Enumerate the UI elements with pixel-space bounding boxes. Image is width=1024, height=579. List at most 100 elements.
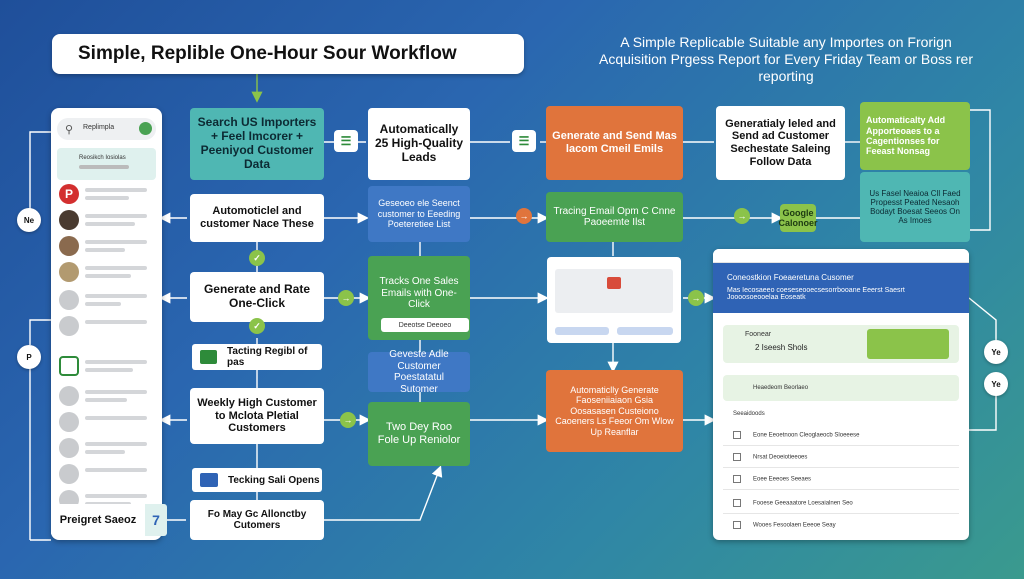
search-icon: ⚲ (65, 124, 74, 136)
node-weekly-high[interactable]: Weekly High Customer to Mclota Pletial C… (190, 388, 324, 444)
list-item[interactable]: P (57, 182, 156, 206)
check-icon: ✓ (249, 318, 265, 334)
list-item-line (85, 398, 127, 402)
node-tracking-opens[interactable]: Tracing Email Opm C Cnne Paoeemte Ilst (546, 192, 683, 242)
phone-search-bar[interactable]: ⚲ Replimpla (57, 118, 156, 140)
list-item-text: Nrsat Deoeiotieeoes (753, 454, 808, 461)
divider (723, 445, 959, 446)
avatar (59, 438, 79, 458)
list-item-line (85, 274, 131, 278)
avatar (59, 290, 79, 310)
node-green-note[interactable]: Us Fasel Neaioa Cll Faed Propesst Peated… (860, 172, 970, 242)
dashboard-header: Coneostkion Foeaeretuna Cusomer Mas Ieco… (713, 263, 969, 313)
node-tracking-sal[interactable]: Tecking Sali Opens (192, 468, 322, 492)
side-label-ye-1: Ye (984, 340, 1008, 364)
list-item[interactable] (57, 462, 156, 486)
dashboard-stat: Foonear 2 Iseesh Shols (723, 325, 959, 363)
list-item-line (85, 390, 147, 394)
node-geveste-customer[interactable]: Geveste Adle Customer Poestatatul Sutome… (368, 349, 470, 395)
side-label-p: P (17, 345, 41, 369)
node-google-calendar[interactable]: Google Calonoer (779, 204, 818, 232)
node-two-day-follow[interactable]: Two Dey Roo Fole Up Reniolor (368, 402, 470, 466)
list-item[interactable] (57, 288, 156, 312)
avatar (59, 262, 79, 282)
list-item-text: Eone Eeoetnoon Cleoglaeocb Sloeeese (753, 432, 860, 439)
list-item[interactable] (57, 234, 156, 258)
list-item[interactable] (57, 354, 156, 378)
avatar (59, 412, 79, 432)
link-icon: → (340, 412, 356, 428)
list-item[interactable]: Fooese Geeaaatore Loesaialnen Seo (733, 499, 853, 507)
list-item[interactable]: Eoee Eeeoes Seeaes (733, 475, 811, 483)
spreadsheet-icon: ☰ (334, 130, 358, 152)
node-search-importers[interactable]: Search US Importers + Feel Imcorer + Pee… (190, 108, 324, 180)
list-item[interactable] (57, 436, 156, 460)
checkbox-icon[interactable] (733, 521, 741, 529)
list-item-line (85, 196, 129, 200)
progress-sales-label[interactable]: Preigret Saeoz (51, 504, 145, 536)
dashboard-title: Coneostkion Foeaeretuna Cusomer (727, 273, 854, 282)
list-item[interactable] (57, 384, 156, 408)
node-auto-generate-fsr[interactable]: Automaticlly Generate Faoseniiaiaon Gsia… (546, 370, 683, 452)
list-item-text: Fooese Geeaaatore Loesaialnen Seo (753, 500, 853, 507)
list-item-line (85, 450, 125, 454)
dashboard-list-label: Seeaidoods (733, 411, 765, 417)
list-item-line (85, 468, 147, 472)
checkbox-icon[interactable] (733, 453, 741, 461)
dashboard-desc: Mas Iecosaeeo coeseseooecsesorrbooane Ee… (727, 287, 905, 301)
stat-action-button[interactable] (867, 329, 949, 359)
avatar (59, 386, 79, 406)
node-auto-25-leads[interactable]: Automatically 25 High-Quality Leads (368, 108, 470, 180)
list-item-text: Wooes Fesoolaen Eeeoe Seay (753, 522, 836, 529)
list-item-line (85, 320, 147, 324)
node-generate-send[interactable]: Generate and Send Mas lacom Cmeil Emils (546, 106, 683, 180)
node-automatically-add[interactable]: Automaticalty Add Apporteoaes to a Cagen… (860, 102, 970, 170)
spreadsheet-icon: ☰ (512, 130, 536, 152)
checkbox-icon[interactable] (733, 499, 741, 507)
pinterest-icon: P (59, 184, 79, 204)
link-icon: → (734, 208, 750, 224)
list-item-text: Eoee Eeeoes Seeaes (753, 476, 812, 483)
node-fo-may-gc[interactable]: Fo May Gc Allonctby Cutomers (190, 500, 324, 540)
status-dot-icon (139, 122, 152, 135)
checkbox-icon[interactable] (733, 431, 741, 439)
phone-card-line (79, 165, 129, 169)
alert-icon (607, 277, 621, 289)
phone-mockup: ⚲ Replimpla Reosikch Iosiolas P (51, 108, 162, 540)
phone-card: Reosikch Iosiolas (57, 148, 156, 180)
link-icon: → (688, 290, 704, 306)
node-tracking-replies[interactable]: Tacting Regibl of pas (192, 344, 322, 370)
check-icon: ✓ (249, 250, 265, 266)
phone-card-text: Reosikch Iosiolas (79, 155, 126, 161)
list-item[interactable]: Nrsat Deoeiotieeoes (733, 453, 807, 461)
node-tracking-replies-label: Tacting Regibl of pas (227, 346, 308, 368)
link-icon: → (338, 290, 354, 306)
side-label-ne: Ne (17, 208, 41, 232)
node-generatialy-send[interactable]: Generatialy leled and Send ad Customer S… (716, 106, 845, 180)
app-mockup (547, 257, 681, 343)
progress-sales-count: 7 (145, 504, 167, 536)
node-generate-rate[interactable]: Generate and Rate One-Click (190, 272, 324, 322)
list-item-line (85, 188, 147, 192)
list-item-line (85, 302, 121, 306)
sheet-icon (200, 350, 218, 364)
divider (723, 513, 959, 514)
list-item[interactable] (57, 208, 156, 232)
list-item-line (85, 222, 135, 226)
report-dashboard: Coneostkion Foeaeretuna Cusomer Mas Ieco… (713, 249, 969, 540)
list-item[interactable]: Wooes Fesoolaen Eeeoe Seay (733, 521, 836, 529)
node-auto-name-these[interactable]: Automoticlel and customer Nace These (190, 194, 324, 242)
checkbox-icon[interactable] (733, 475, 741, 483)
list-item-line (85, 368, 133, 372)
list-item[interactable] (57, 260, 156, 284)
list-item[interactable] (57, 410, 156, 434)
node-generate-lists[interactable]: Geseoeo ele Seenct customer to Eeeding P… (368, 186, 470, 242)
avatar (59, 210, 79, 230)
list-item-line (85, 214, 147, 218)
node-tracking-sal-label: Tecking Sali Opens (228, 474, 320, 486)
list-item-line (85, 240, 147, 244)
list-item[interactable] (57, 314, 156, 338)
mockup-bar (555, 327, 609, 335)
inner-button[interactable]: Deeotse Deeoeo (381, 318, 469, 332)
list-item[interactable]: Eone Eeoetnoon Cleoglaeocb Sloeeese (733, 431, 859, 439)
